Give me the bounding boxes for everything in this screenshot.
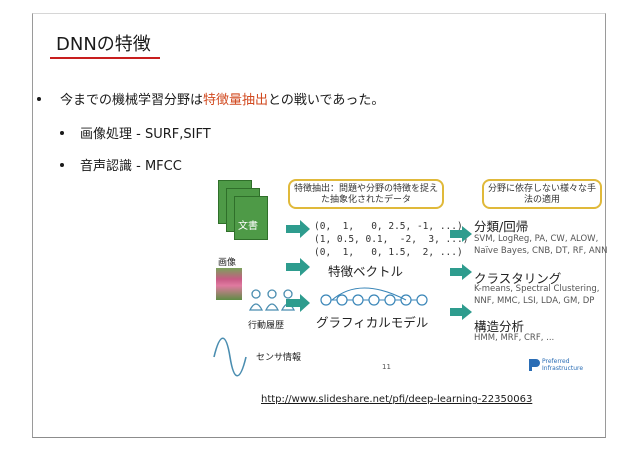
embedded-figure: 文書 画像 行動履歴 センサ情報 特徴抽出：問題や分野の特徴を捉えた抽象化された… <box>212 176 608 378</box>
logo-text: Preferred <box>542 358 570 365</box>
feature-vector-row: (1, 0.5, 0.1, -2, 3, ...) <box>314 234 469 245</box>
method-application-note: 分野に依存しない様々な手法の適用 <box>482 179 602 209</box>
bullet-marker <box>60 163 64 167</box>
image-label: 画像 <box>218 258 237 268</box>
graphical-model-label: グラフィカルモデル <box>316 315 429 330</box>
method-detail: Naïve Bayes, CNB, DT, RF, ANN <box>474 246 608 256</box>
tulip-photo <box>216 268 242 300</box>
feature-vector-row: (0, 1, 0, 2.5, -1, ...) <box>314 221 463 232</box>
arrow-right-icon <box>450 226 472 242</box>
bullet-feature-extraction: 今までの機械学習分野は特徴量抽出との戦いであった。 <box>60 89 384 108</box>
sine-wave-icon <box>213 337 247 377</box>
sensor-label: センサ情報 <box>256 353 302 363</box>
feature-extraction-note: 特徴抽出：問題や分野の特徴を捉えた抽象化されたデータ <box>288 179 444 209</box>
method-title-structure: 構造分析 <box>474 319 525 334</box>
source-link[interactable]: http://www.slideshare.net/pfi/deep-learn… <box>261 394 533 405</box>
method-detail: SVM, LogReg, PA, CW, ALOW, <box>474 234 599 244</box>
graph-nodes-icon <box>320 287 428 306</box>
feature-vector-row: (0, 1, 0, 1.5, 2, ...) <box>314 247 463 258</box>
logo-text: Infrastructure <box>542 365 584 372</box>
arrow-right-icon <box>286 258 310 276</box>
arrow-right-icon <box>450 304 472 320</box>
document-label: 文書 <box>238 221 258 232</box>
slide-frame <box>32 13 606 438</box>
bullet-text-after: との戦いであった。 <box>268 93 385 108</box>
method-title-clustering: クラスタリング <box>474 271 562 286</box>
behavior-label: 行動履歴 <box>248 321 285 331</box>
title-underline <box>50 57 160 59</box>
method-detail: NNF, MMC, LSI, LDA, GM, DP <box>474 296 595 306</box>
bullet-marker <box>37 97 41 101</box>
arrow-right-icon <box>286 294 310 312</box>
method-detail: K-means, Spectral Clustering, <box>474 284 600 294</box>
feature-vector-label: 特徴ベクトル <box>328 264 404 279</box>
bullet-marker <box>60 131 64 135</box>
bullet-text-before: 今までの機械学習分野は <box>60 93 204 108</box>
arrow-right-icon <box>286 220 310 238</box>
bullet-image-processing: 画像処理 - SURF,SIFT <box>80 127 211 142</box>
method-detail: HMM, MRF, CRF, ... <box>474 333 555 343</box>
bullet-speech-recognition: 音声認識 - MFCC <box>80 159 182 174</box>
arrow-right-icon <box>450 264 472 280</box>
logo-icon <box>529 359 540 371</box>
document-icon: 文書 <box>234 196 268 240</box>
bullet-highlight: 特徴量抽出 <box>203 93 269 108</box>
slide-title: DNNの特徴 <box>56 34 151 55</box>
page-number: 11 <box>382 363 391 371</box>
method-title-classification: 分類/回帰 <box>474 219 529 234</box>
